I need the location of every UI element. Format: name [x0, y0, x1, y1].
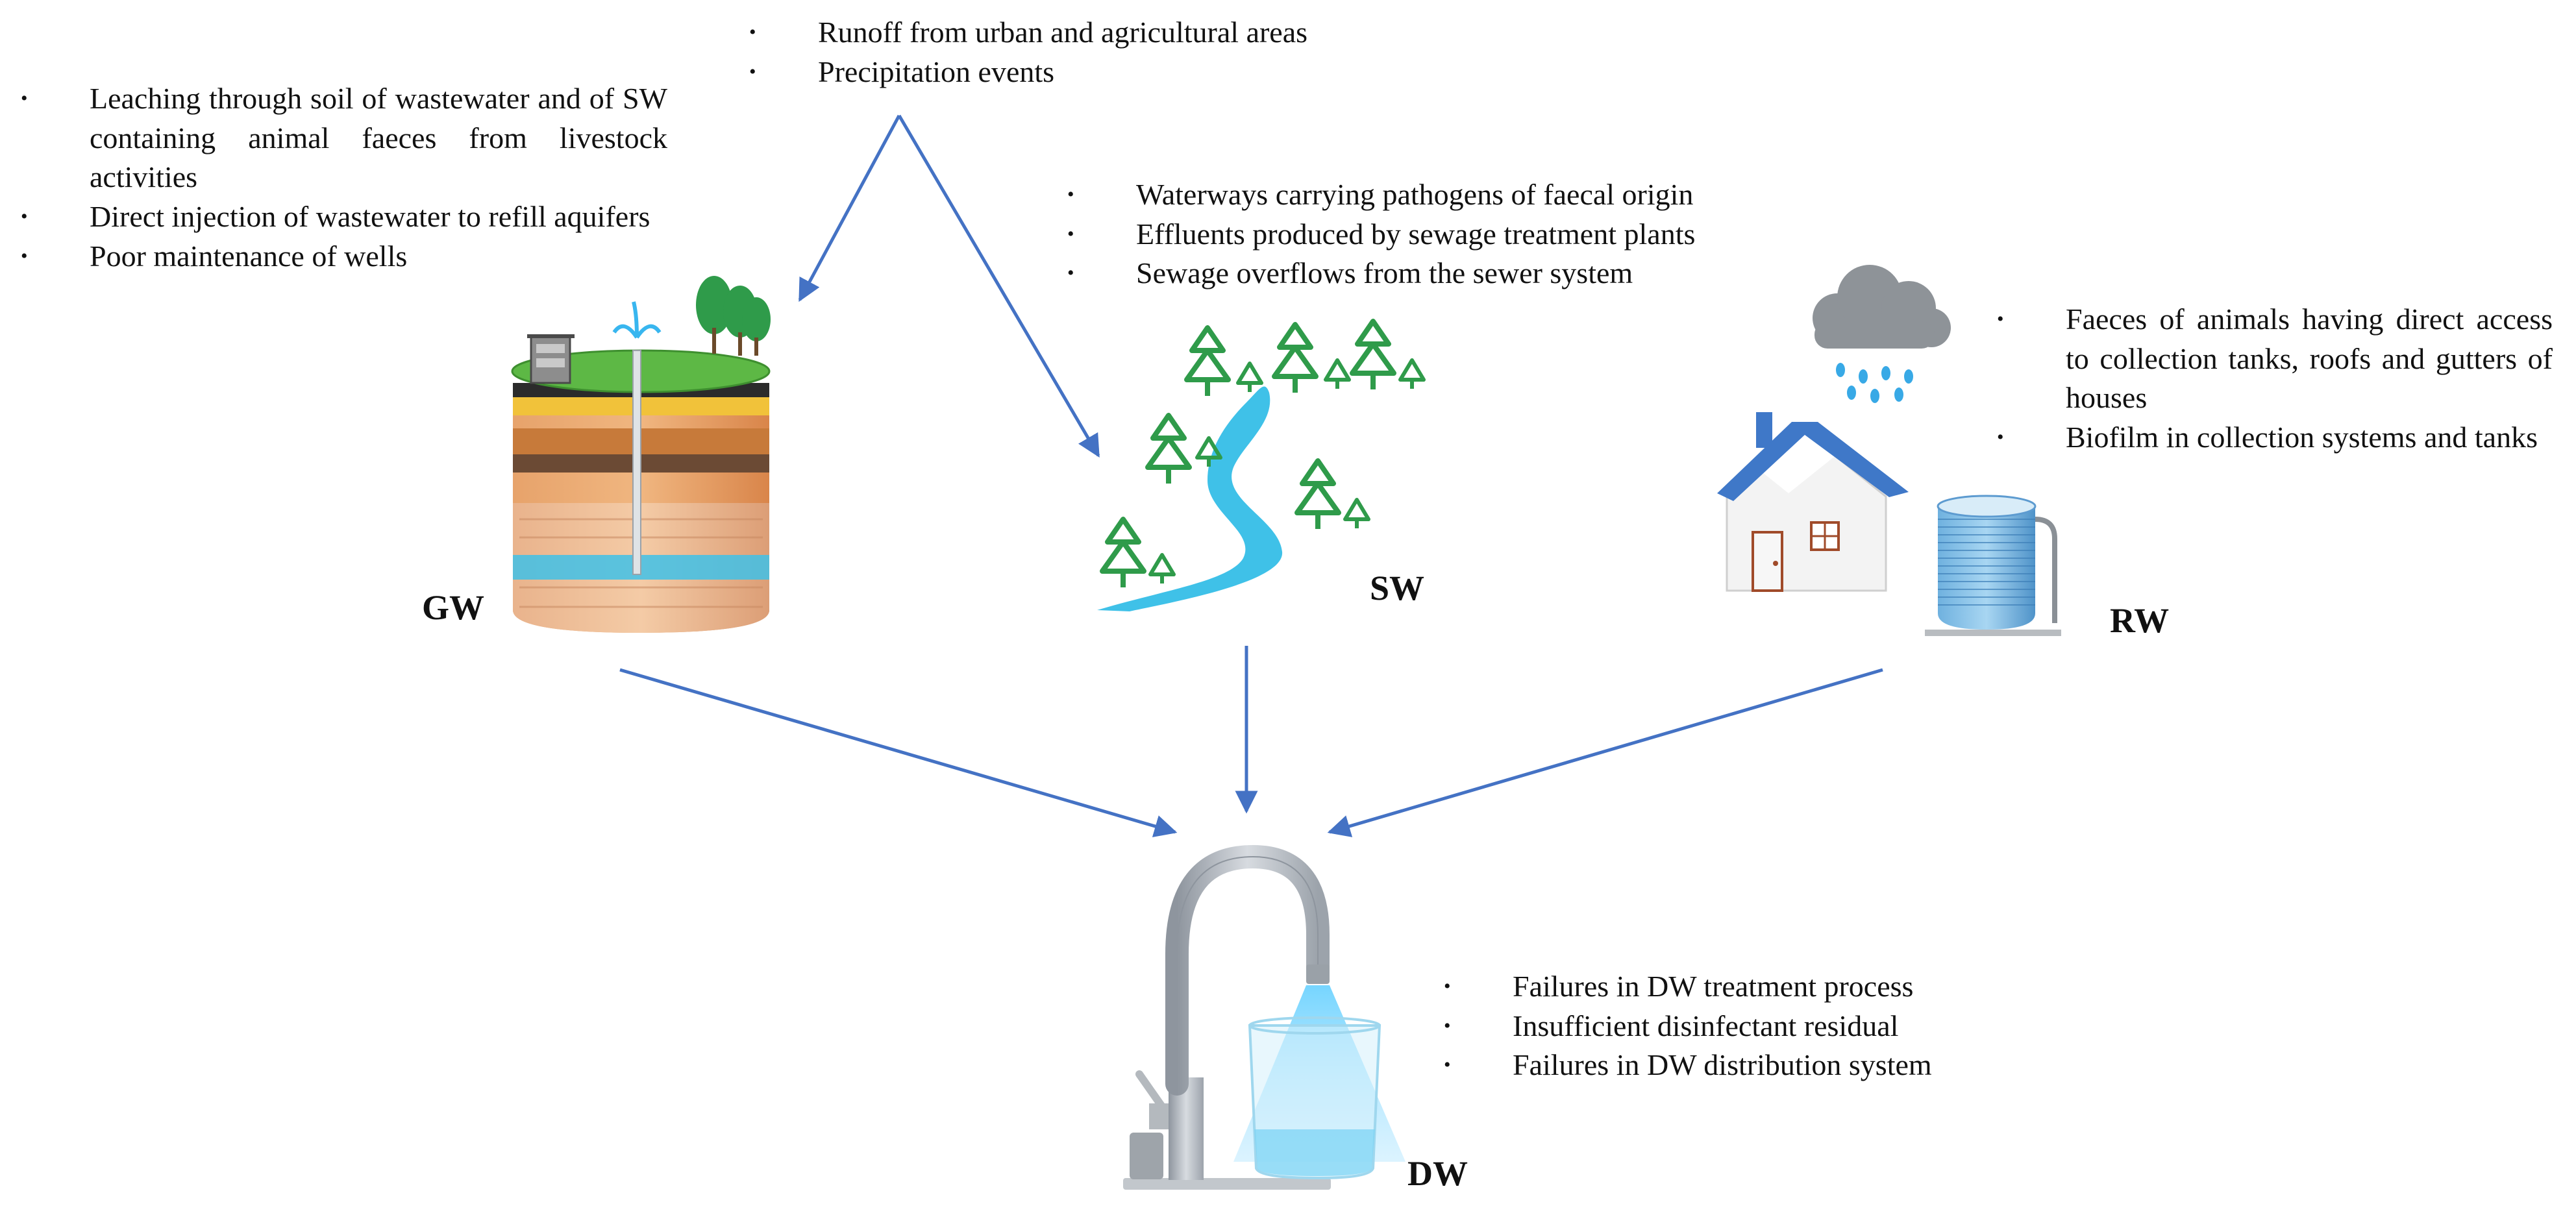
- arrow-runoff-to-gw: [798, 114, 901, 302]
- house-icon: [1717, 412, 1909, 592]
- rw-contamination-list: Faeces of animals having direct access t…: [1988, 300, 2553, 458]
- list-item: Direct injection of wastewater to refill…: [12, 197, 667, 237]
- sw-contamination-list: Waterways carrying pathogens of faecal o…: [1058, 175, 1967, 293]
- runoff-contamination-list: Runoff from urban and agricultural areas…: [740, 13, 1519, 92]
- list-item: Insufficient disinfectant residual: [1435, 1007, 2279, 1046]
- gw-label: GW: [422, 588, 485, 627]
- flow-arrows: [619, 114, 1883, 837]
- dw-contamination-list: Failures in DW treatment process Insuffi…: [1435, 967, 2279, 1085]
- list-item: Sewage overflows from the sewer system: [1058, 254, 1967, 293]
- dw-label: DW: [1407, 1154, 1468, 1193]
- list-item: Biofilm in collection systems and tanks: [1988, 418, 2553, 458]
- sw-label: SW: [1370, 569, 1425, 608]
- surface-water-illustration: [1097, 319, 1426, 611]
- list-item: Waterways carrying pathogens of faecal o…: [1058, 175, 1967, 215]
- arrow-rw-to-dw: [1327, 668, 1883, 837]
- list-item: Runoff from urban and agricultural areas: [740, 13, 1519, 53]
- arrow-gw-to-dw: [619, 668, 1178, 837]
- list-item: Effluents produced by sewage treatment p…: [1058, 215, 1967, 254]
- list-item: Failures in DW distribution system: [1435, 1046, 2279, 1085]
- list-item: Precipitation events: [740, 53, 1519, 92]
- groundwater-illustration: [511, 276, 771, 633]
- list-item: Failures in DW treatment process: [1435, 967, 2279, 1007]
- list-item: Faeces of animals having direct access t…: [1988, 300, 2553, 418]
- rw-label: RW: [2110, 601, 2170, 640]
- drinking-water-illustration: [1123, 844, 1406, 1190]
- water-tank-icon: [1925, 495, 2061, 636]
- gw-contamination-list: Leaching through soil of wastewater and …: [12, 79, 667, 276]
- arrow-runoff-to-sw: [897, 114, 1100, 458]
- list-item: Leaching through soil of wastewater and …: [12, 79, 667, 197]
- list-item: Poor maintenance of wells: [12, 237, 667, 276]
